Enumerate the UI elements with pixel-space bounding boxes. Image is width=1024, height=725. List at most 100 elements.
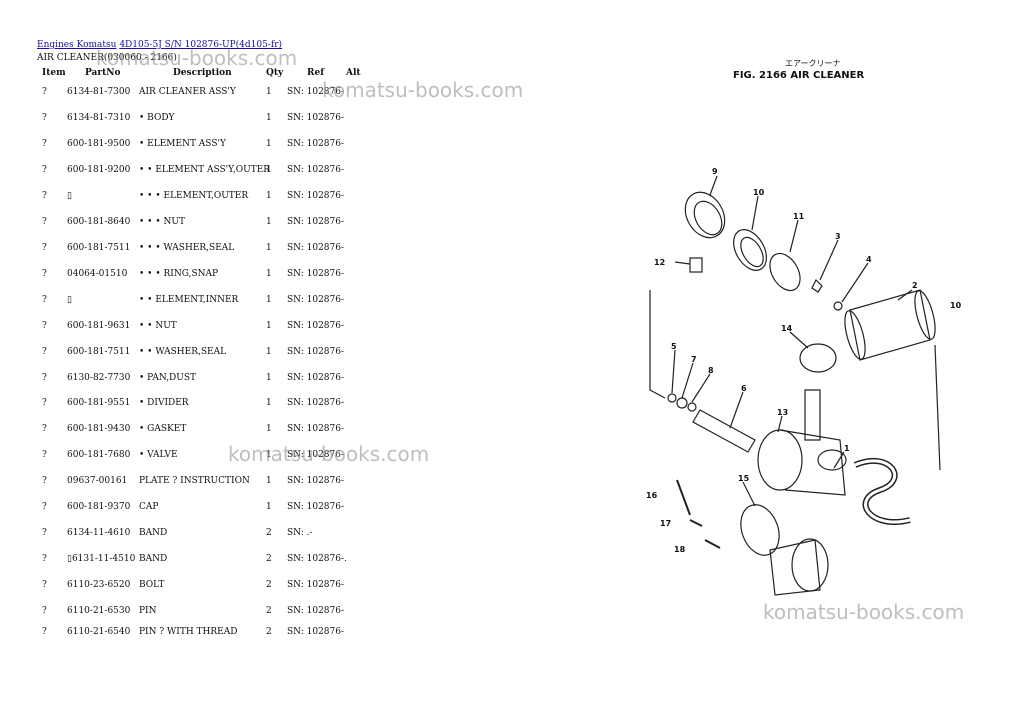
gasket-10: [733, 229, 767, 271]
row-description: • BODY: [139, 113, 175, 123]
row-qty: 1: [266, 217, 272, 227]
page-subtitle: AIR CLEANER(030060 - 2166): [37, 53, 177, 63]
callout-1: 1: [844, 444, 850, 453]
row-item: ?: [42, 450, 47, 460]
row-partno: 6134-81-7310: [67, 113, 131, 123]
row-item: ?: [42, 424, 47, 434]
column-header-ref: Ref: [307, 68, 325, 78]
row-partno: 600-181-9551: [67, 398, 131, 408]
breadcrumb-link-engines[interactable]: Engines Komatsu: [37, 40, 117, 50]
row-partno: 600-181-9370: [67, 502, 131, 512]
pin-17: [689, 519, 703, 527]
row-partno: 600-181-7511: [67, 347, 131, 357]
callout-10: 10: [753, 188, 765, 197]
row-ref: SN: 102876-: [287, 476, 345, 486]
row-qty: 1: [266, 87, 272, 97]
row-item: ?: [42, 528, 47, 538]
column-header-alt: Alt: [346, 68, 361, 78]
row-ref: SN: 102876-: [287, 113, 345, 123]
column-header-item: Item: [42, 68, 66, 78]
row-item: ?: [42, 113, 47, 123]
bracket-line: [649, 290, 666, 399]
row-ref: SN: 102876-: [287, 217, 345, 227]
callout-12: 12: [654, 258, 665, 267]
row-ref: SN: 102876-: [287, 450, 345, 460]
column-header-partno: PartNo: [85, 68, 121, 78]
row-qty: 1: [266, 139, 272, 149]
row-description: PIN: [139, 606, 157, 616]
callout-10b: 10: [950, 301, 962, 310]
row-partno: ▯: [67, 295, 72, 305]
callout-7: 7: [691, 355, 697, 364]
row-ref: SN: 102876-: [287, 295, 345, 305]
row-description: • • • NUT: [139, 217, 185, 227]
breadcrumb-link-model[interactable]: 4D105-5J S/N 102876-UP(4d105-fr): [119, 40, 283, 50]
row-partno: 600-181-7511: [67, 243, 131, 253]
row-qty: 1: [266, 398, 272, 408]
row-item: ?: [42, 139, 47, 149]
row-item: ?: [42, 398, 47, 408]
divider-13: [804, 389, 821, 441]
hose: [853, 457, 911, 525]
row-description: BAND: [139, 528, 168, 538]
row-partno: 600-181-9430: [67, 424, 131, 434]
row-ref: SN: 102876-.: [287, 554, 347, 564]
callout-11: 11: [793, 212, 805, 221]
air-cleaner-body-1: [757, 429, 803, 491]
callout-16: 16: [646, 491, 658, 500]
row-partno: 6110-23-6520: [67, 580, 131, 590]
row-qty: 1: [266, 165, 272, 175]
element-inner-6: [692, 409, 756, 453]
row-qty: 1: [266, 269, 272, 279]
row-description: • • ELEMENT ASS'Y,OUTER: [139, 165, 271, 175]
row-qty: 1: [266, 476, 272, 486]
figure-title: FIG. 2166 AIR CLEANER: [733, 70, 865, 81]
callout-2: 2: [912, 281, 918, 290]
row-item: ?: [42, 476, 47, 486]
row-item: ?: [42, 580, 47, 590]
pin-18: [704, 539, 721, 549]
row-partno: 600-181-9500: [67, 139, 131, 149]
row-qty: 2: [266, 606, 272, 616]
row-description: • • • RING,SNAP: [139, 269, 219, 279]
row-item: ?: [42, 295, 47, 305]
row-partno: 6134-11-4610: [67, 528, 131, 538]
row-ref: SN: 102876-: [287, 580, 345, 590]
row-item: ?: [42, 165, 47, 175]
row-partno: 6130-82-7730: [67, 373, 131, 383]
row-ref: SN: 102876-: [287, 243, 345, 253]
callout-13: 13: [777, 408, 788, 417]
row-description: • • ELEMENT,INNER: [139, 295, 239, 305]
row-description: AIR CLEANER ASS'Y: [139, 87, 236, 97]
row-item: ?: [42, 191, 47, 201]
row-partno: 09637-00161: [67, 476, 128, 486]
row-description: • PAN,DUST: [139, 373, 197, 383]
callout-17: 17: [660, 519, 671, 528]
row-description: • GASKET: [139, 424, 187, 434]
row-item: ?: [42, 627, 47, 637]
row-qty: 2: [266, 528, 272, 538]
cap-14: [799, 343, 837, 373]
row-ref: SN: 102876-: [287, 191, 345, 201]
row-partno: ▯6131-11-4510: [67, 554, 136, 564]
callout-6: 6: [741, 384, 747, 393]
row-description: • • • ELEMENT,OUTER: [139, 191, 249, 201]
row-description: PIN ? WITH THREAD: [139, 627, 238, 637]
callout-9: 9: [712, 167, 718, 176]
